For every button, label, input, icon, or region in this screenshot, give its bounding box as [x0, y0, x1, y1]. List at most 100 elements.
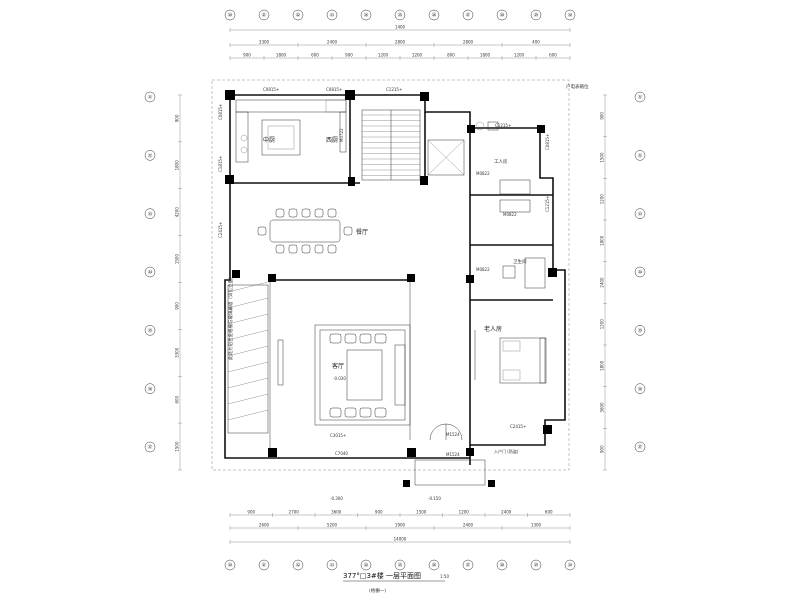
axis-label: ㉞	[638, 269, 643, 276]
dimension-value: 2400	[327, 40, 338, 45]
dimension-value: 5200	[327, 523, 338, 528]
axis-label: ㉕	[398, 562, 403, 569]
dimension-value: 2700	[289, 510, 300, 515]
room-label-dining: 餐厅	[356, 228, 368, 236]
axis-label: ㉘	[500, 12, 505, 19]
dimension-value: 900	[345, 53, 353, 58]
dimension-value: 1800	[600, 235, 605, 246]
axis-label: ㉙	[534, 12, 539, 19]
axis-label: ㊱	[638, 385, 643, 392]
axis-label: ㉓	[330, 12, 335, 19]
axis-label: ㉗	[466, 12, 471, 19]
living-level: -0.030	[333, 376, 346, 381]
dimension-value: 1900	[395, 523, 406, 528]
elder-bedroom-bed	[474, 330, 547, 384]
axis-label: ㉖	[432, 12, 437, 19]
axis-bubble: ㉔	[360, 9, 372, 21]
dimension-value: 1500	[175, 254, 180, 265]
axis-label: ㉘	[500, 562, 505, 569]
door-tag: M0722	[339, 128, 344, 142]
dimension-value: 1200	[412, 53, 423, 58]
elevator-shaft	[427, 139, 465, 176]
window-tag: C1215+	[495, 123, 511, 128]
axis-bubble: ⑳	[224, 559, 236, 571]
dimension-value: 1800	[480, 53, 491, 58]
axis-bubble: ㉜	[144, 150, 156, 161]
dimension-value: 1800	[600, 360, 605, 371]
axis-label: ㊱	[148, 385, 153, 392]
axis-label: ㊲	[148, 444, 153, 451]
grille-note: 此处为铝合金格栅与玻璃幕墙（详见立面）	[227, 275, 234, 361]
axis-bubble: ㊲	[634, 441, 646, 453]
building-walls	[224, 94, 566, 465]
dimension-value: 900	[175, 302, 180, 310]
dimension-value: 1200	[600, 319, 605, 330]
axis-bubble: ㉔	[360, 559, 372, 571]
axis-bubble: ㊱	[144, 383, 156, 394]
window-tag: C0815+	[545, 134, 550, 150]
axis-bubble: ㉒	[292, 559, 304, 571]
dimension-value: 2800	[463, 40, 474, 45]
dimension-value: 1800	[175, 160, 180, 171]
axis-label: ㉟	[638, 327, 643, 334]
axis-bubble: ㉓	[326, 9, 338, 21]
axis-label: ㉟	[148, 327, 153, 334]
axis-bubble: ㉒	[292, 9, 304, 21]
window-tag: C1215+	[545, 196, 550, 212]
axis-label: ㉝	[638, 210, 643, 217]
window-tag: C2415+	[510, 424, 526, 429]
door-tag: M0822	[476, 171, 490, 176]
staircase	[361, 109, 421, 181]
window-tag: C1215+	[386, 87, 402, 92]
axis-bubble: ㉛	[144, 91, 156, 103]
room-label-bathroom: 卫生间	[513, 258, 527, 265]
axis-label: ㉓	[330, 562, 335, 569]
axis-bubble: ㉛	[634, 91, 646, 103]
facade-grille	[227, 281, 269, 434]
axis-label: ㉛	[638, 94, 643, 101]
dimension-value: 1500	[175, 441, 180, 452]
dimension-value: 900	[175, 114, 180, 122]
dimension-value: 600	[545, 510, 553, 515]
dimension-value: 600	[311, 53, 319, 58]
door-tag: M1524	[446, 432, 460, 437]
dimension-value: 600	[175, 395, 180, 403]
dimension-value: 1800	[276, 53, 287, 58]
entrance-level: -0.150	[428, 496, 441, 501]
axis-bubble: ㉘	[496, 9, 508, 21]
dimension-value: 900	[243, 53, 251, 58]
axis-label: ㉚	[568, 12, 573, 19]
axis-bubble: ㊲	[144, 441, 156, 453]
axis-label: ㉗	[466, 562, 471, 569]
outdoor-level: -0.300	[330, 496, 343, 501]
window-tag: C3015+	[330, 433, 346, 438]
dimension-value: 900	[600, 445, 605, 453]
room-label-living: 客厅	[332, 362, 344, 370]
dimension-value: 1300	[531, 523, 542, 528]
window-tag: C2415+	[218, 222, 223, 238]
axis-bubble: ㉟	[634, 325, 646, 336]
service-fixtures	[475, 121, 546, 289]
drawing-title: 377°□3#楼 一层平面图	[343, 571, 421, 580]
door-tag: M0822	[476, 267, 490, 272]
dimension-value: 800	[447, 53, 455, 58]
axis-label: ㊲	[638, 444, 643, 451]
window-tag: C7040	[335, 451, 348, 456]
axis-bubble: ㉓	[326, 559, 338, 571]
room-label-elder-bedroom: 老人房	[484, 325, 502, 333]
drawing-scale: 1:50	[440, 574, 449, 579]
axis-bubble: ㉞	[144, 266, 156, 278]
dimension-value: 3600	[331, 510, 342, 515]
window-tag: C0815+	[326, 87, 342, 92]
axis-bubble: ㉑	[258, 559, 270, 571]
dimension-value: 3300	[259, 40, 270, 45]
axis-label: ㉜	[148, 152, 153, 159]
door-note: 入户门 (防盗)	[494, 448, 519, 454]
dimension-value: 1200	[378, 53, 389, 58]
dimension-value: 1400	[395, 25, 406, 30]
dimension-value: 3600	[600, 402, 605, 413]
window-tag: C0815+	[263, 87, 279, 92]
axis-label: ㉒	[296, 562, 301, 569]
